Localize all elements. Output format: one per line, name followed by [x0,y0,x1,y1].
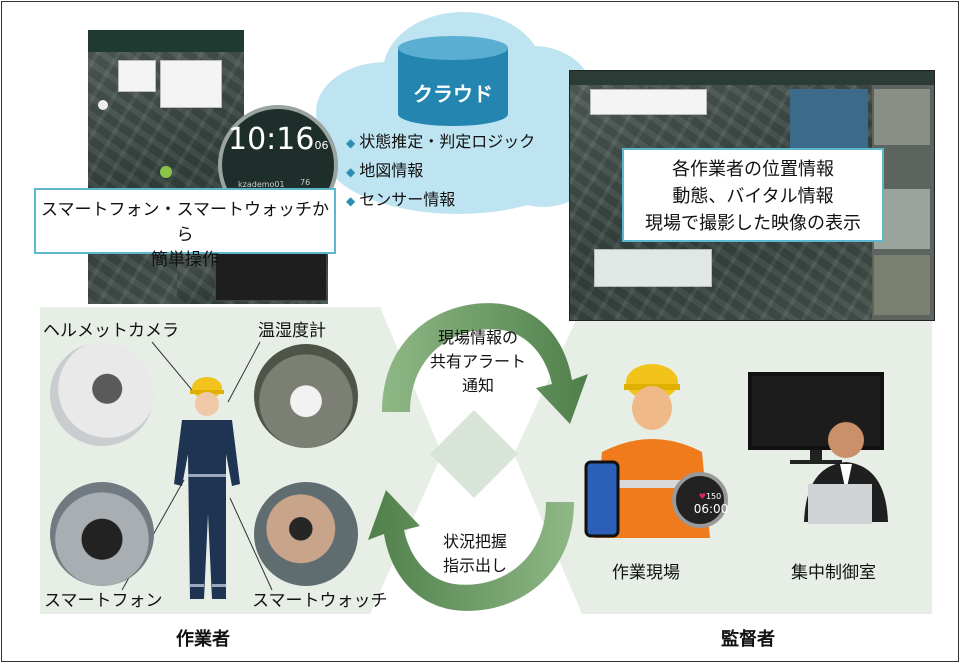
site-supervisor-icon [584,364,728,538]
worker-group-label: 作業者 [176,629,230,650]
flow-label-line: 通知 [461,376,494,395]
dashboard-callout-line: 現場で撮影した映像の表示 [645,213,861,234]
share-alert-arrow-icon [382,303,588,424]
phone-app-screenshot [177,247,328,304]
site-watch-time: 06:00 [693,502,729,516]
thermo-hygrometer-label: 温湿度計 [258,321,326,341]
thermo-hygrometer-photo [254,344,358,448]
flow-label-top: 現場情報の 共有アラート 通知 [416,326,540,398]
smartphone-label: スマートフォン [44,591,163,611]
worker-figure-icon [174,377,240,599]
diamond-bullet-icon: ◆ [346,136,356,150]
flow-label-line: 現場情報の [437,328,518,347]
watch-count: 76 [300,178,311,187]
helmet-camera-label: ヘルメットカメラ [43,321,179,341]
watch-seconds: 06 [314,139,329,152]
supervisor-group-label: 監督者 [721,629,775,650]
cloud-feature-item: ◆状態推定・判定ロジック [346,132,536,151]
site-watch-heart: ♥150 [698,492,722,501]
laptop-icon [808,484,872,524]
flow-label-bottom: 状況把握 指示出し [420,530,530,578]
dashboard-callout: 各作業者の位置情報 動態、バイタル情報 現場で撮影した映像の表示 [622,148,884,242]
site-label: 作業現場 [612,563,680,583]
watch-time: 10:16 [228,122,315,157]
flow-label-line: 指示出し [442,556,507,575]
smartphone-icon [584,460,620,538]
diamond-bullet-icon: ◆ [346,165,356,179]
cloud-title: クラウド [404,74,502,114]
control-room-icon [748,372,888,524]
smartwatch-icon [672,472,728,528]
control-room-label: 集中制御室 [791,563,876,583]
watch-display: 10:1606 [228,122,328,157]
helmet-camera-photo [50,342,154,446]
smartwatch-photo [254,482,358,586]
smartwatch-label: スマートウォッチ [252,591,388,611]
diamond-bullet-icon: ◆ [346,194,356,208]
cloud-feature-list: ◆状態推定・判定ロジック ◆地図情報 ◆センサー情報 [346,128,535,215]
cloud-feature-item: ◆センサー情報 [346,190,456,209]
dashboard-callout-line: 動態、バイタル情報 [672,186,834,207]
smartphone-callout-line: 簡単操作 [151,250,219,270]
flow-arrows [368,303,588,611]
smartphone-callout-line: スマートフォン・スマートウォッチから [41,200,329,245]
instruction-arrow-icon [368,490,574,611]
watch-user: kzademo01 [238,180,285,189]
cloud-feature-item: ◆地図情報 [346,161,424,180]
flow-label-line: 状況把握 [442,532,507,551]
smartphone-callout: スマートフォン・スマートウォッチから 簡単操作 [34,188,336,270]
flow-label-line: 共有アラート [429,352,526,371]
dashboard-callout-line: 各作業者の位置情報 [672,159,834,180]
smartphone-photo [50,482,154,586]
